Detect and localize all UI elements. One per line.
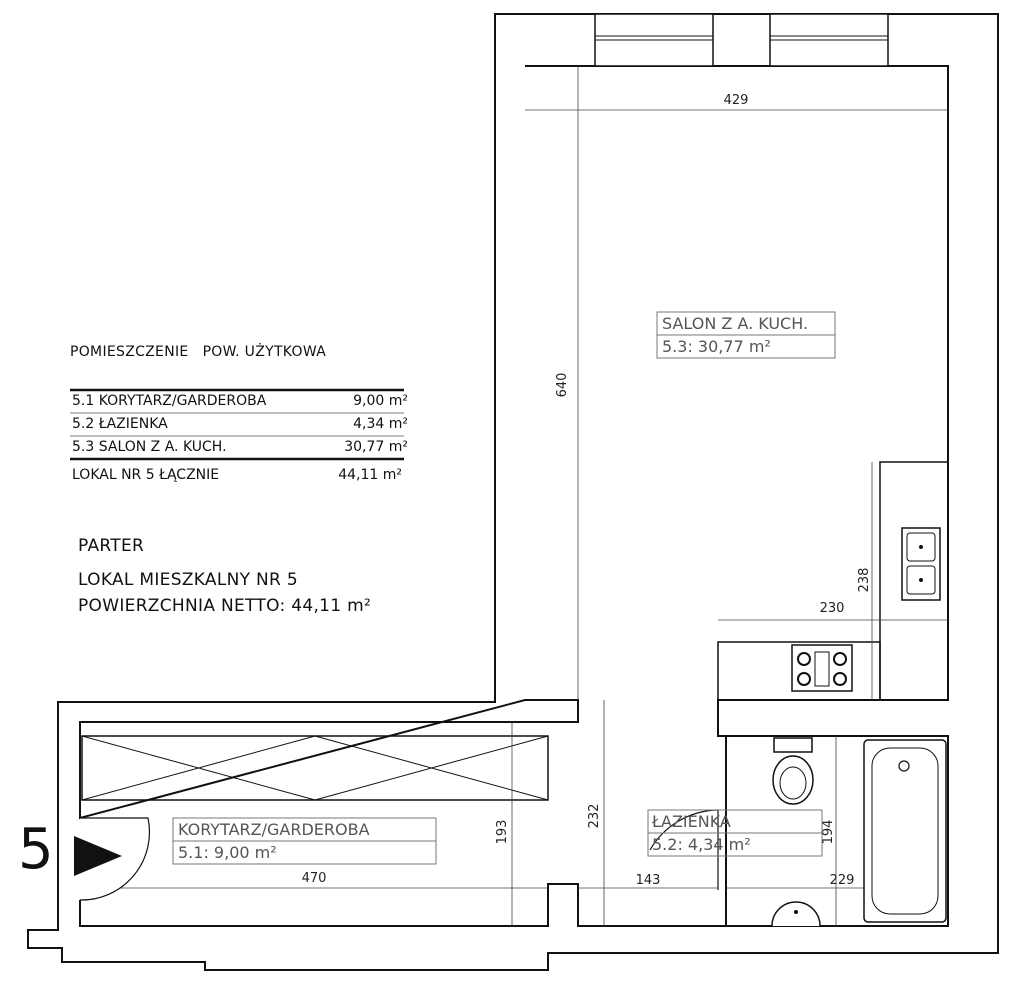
- bathtub-icon: [863, 739, 947, 923]
- legend-row-name: 5.1 KORYTARZ/GARDEROBA: [72, 393, 267, 409]
- entrance-arrow-icon: [74, 836, 122, 876]
- toilet-icon: [772, 737, 814, 805]
- floor-label: PARTER: [78, 536, 145, 556]
- net-area: POWIERZCHNIA NETTO: 44,11 m²: [78, 596, 371, 616]
- dim-salon-depth: 640: [555, 373, 570, 398]
- legend-row-area: 4,34 m²: [353, 416, 408, 432]
- dim-bathroom-width-left: 143: [636, 873, 661, 888]
- legend-header-area: POW. UŻYTKOWA: [202, 344, 327, 360]
- window-right: [769, 13, 889, 67]
- dim-bathroom-width-right: 229: [830, 873, 855, 888]
- legend-header-room: POMIESZCZENIE: [70, 344, 189, 360]
- legend-row-name: 5.2 ŁAZIENKA: [72, 416, 168, 432]
- room-label-korytarz: KORYTARZ/GARDEROBA: [178, 820, 370, 839]
- dim-kitchen-depth: 238: [857, 568, 872, 593]
- dim-corridor-length: 470: [302, 871, 327, 886]
- cooktop-icon: [791, 644, 853, 692]
- room-area-lazienka: 5.2: 4,34 m²: [652, 835, 751, 854]
- net-area-label: POWIERZCHNIA NETTO:: [78, 596, 286, 616]
- unit-label: LOKAL MIESZKALNY NR 5: [78, 570, 298, 590]
- kitchen-counter: [717, 461, 949, 701]
- dim-bathroom-depth: 194: [821, 820, 836, 845]
- dim-kitchen-width: 230: [820, 601, 845, 616]
- inner-wall: [79, 65, 949, 927]
- legend-total-name: LOKAL NR 5 ŁĄCZNIE: [72, 467, 220, 483]
- net-area-value: 44,11 m²: [291, 596, 372, 616]
- outer-wall: [27, 13, 999, 971]
- dim-corridor-width: 193: [495, 820, 510, 845]
- legend-total-area: 44,11 m²: [338, 467, 402, 483]
- kitchen-sink-icon: [901, 527, 941, 601]
- room-label-salon: SALON Z A. KUCH.: [662, 314, 809, 333]
- legend-header: POMIESZCZENIE POW. UŻYTKOWA: [70, 344, 326, 360]
- legend-row-name: 5.3 SALON Z A. KUCH.: [72, 439, 227, 455]
- washbasin-icon: [771, 901, 821, 927]
- window-left: [594, 13, 714, 67]
- legend-row-area: 9,00 m²: [353, 393, 408, 409]
- dim-salon-width: 429: [724, 93, 749, 108]
- legend-rules: [70, 388, 404, 461]
- legend-row-area: 30,77 m²: [344, 439, 408, 455]
- dim-passage-height: 232: [587, 804, 602, 829]
- room-area-salon: 5.3: 30,77 m²: [662, 337, 771, 356]
- room-area-korytarz: 5.1: 9,00 m²: [178, 843, 277, 862]
- unit-number: 5: [18, 817, 54, 882]
- wardrobe-icon: [81, 735, 549, 801]
- room-label-lazienka: ŁAZIENKA: [652, 812, 731, 831]
